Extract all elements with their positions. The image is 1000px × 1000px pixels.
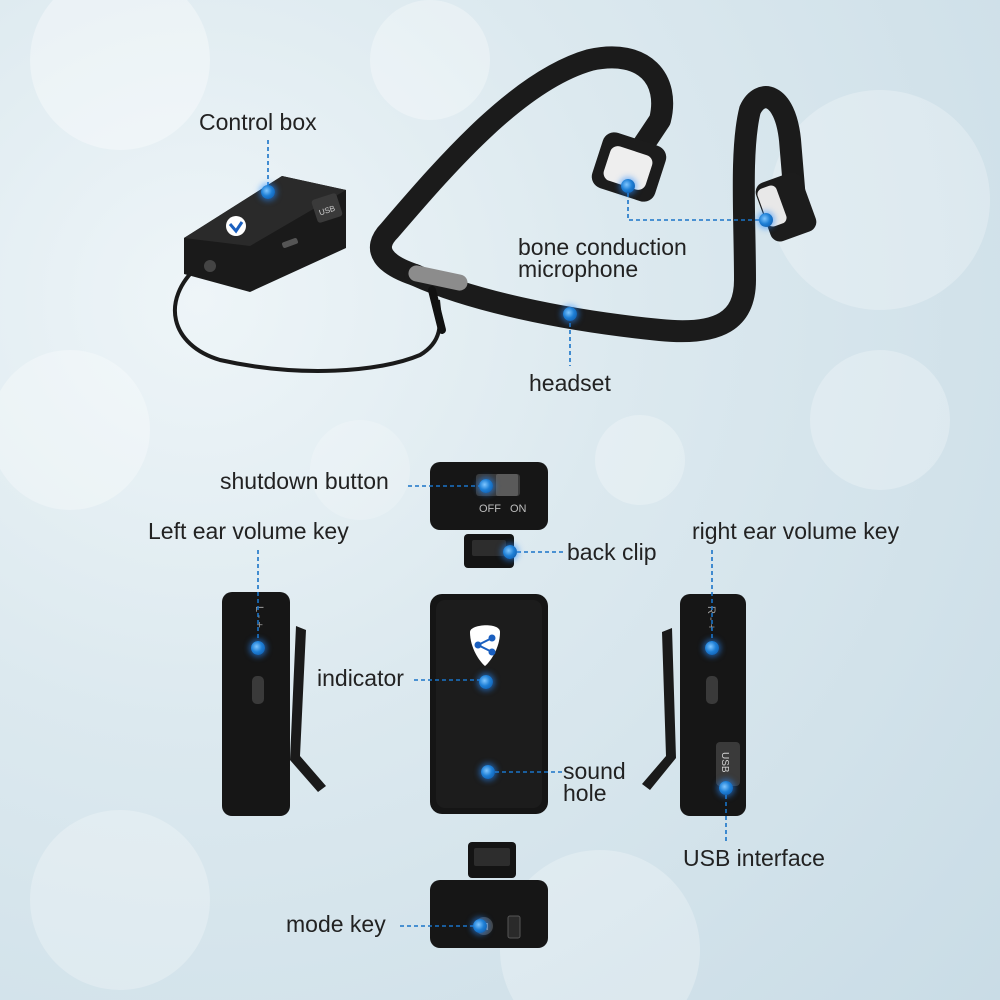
label-bone-conduction-microphone: bone conduction microphone xyxy=(518,234,687,282)
front-view-device xyxy=(430,594,548,814)
svg-text:R - +: R - + xyxy=(705,606,717,630)
right-side-view-device: R - + USB xyxy=(642,594,746,816)
label-right-ear-volume-key: right ear volume key xyxy=(692,518,900,544)
marker-bone-mic-left xyxy=(621,179,635,193)
bottom-view-device: M xyxy=(430,842,548,948)
label-back-clip: back clip xyxy=(567,539,657,565)
marker-sound-hole xyxy=(481,765,495,779)
label-mode-key: mode key xyxy=(286,911,386,937)
label-bone-mic-line1: bone conduction xyxy=(518,234,687,260)
svg-text:ON: ON xyxy=(510,503,527,515)
marker-usb-interface xyxy=(719,781,733,795)
callout-lines xyxy=(257,140,766,927)
marker-shutdown-button xyxy=(479,479,493,493)
svg-text:L - +: L - + xyxy=(253,606,265,628)
headband-rear xyxy=(404,86,806,343)
label-sound-hole: sound hole xyxy=(563,758,626,806)
back-clip-device xyxy=(464,534,514,568)
label-left-ear-volume-key: Left ear volume key xyxy=(148,518,349,544)
left-clip xyxy=(290,626,326,792)
left-side-view-device: L - + xyxy=(222,592,326,816)
label-control-box: Control box xyxy=(199,109,317,135)
svg-text:USB: USB xyxy=(719,752,730,773)
svg-text:OFF: OFF xyxy=(479,503,501,515)
marker-control-box xyxy=(261,185,275,199)
label-sound-hole-line1: sound xyxy=(563,758,626,784)
marker-back-clip xyxy=(503,545,517,559)
marker-headset xyxy=(563,307,577,321)
label-bone-mic-line2: microphone xyxy=(518,256,639,282)
label-shutdown-button: shutdown button xyxy=(220,468,389,494)
marker-bone-mic-right xyxy=(759,213,773,227)
label-usb-interface: USB interface xyxy=(683,845,825,871)
callout-line-bone-mic xyxy=(627,186,766,221)
right-transducer xyxy=(755,172,817,242)
headset-device: USB xyxy=(173,46,817,373)
control-box-device: USB xyxy=(184,176,346,292)
marker-left-ear-volume xyxy=(251,641,265,655)
label-headset: headset xyxy=(529,370,611,396)
label-indicator: indicator xyxy=(317,665,404,691)
marker-right-ear-volume xyxy=(705,641,719,655)
marker-mode-key xyxy=(473,919,487,933)
microphone-grille xyxy=(408,265,468,291)
label-sound-hole-line2: hole xyxy=(563,780,607,806)
left-transducer xyxy=(591,132,667,202)
headband xyxy=(369,46,674,286)
top-view-device: OFF ON xyxy=(430,462,548,530)
right-clip xyxy=(642,628,676,790)
marker-indicator xyxy=(479,675,493,689)
headset-cable xyxy=(173,264,442,373)
